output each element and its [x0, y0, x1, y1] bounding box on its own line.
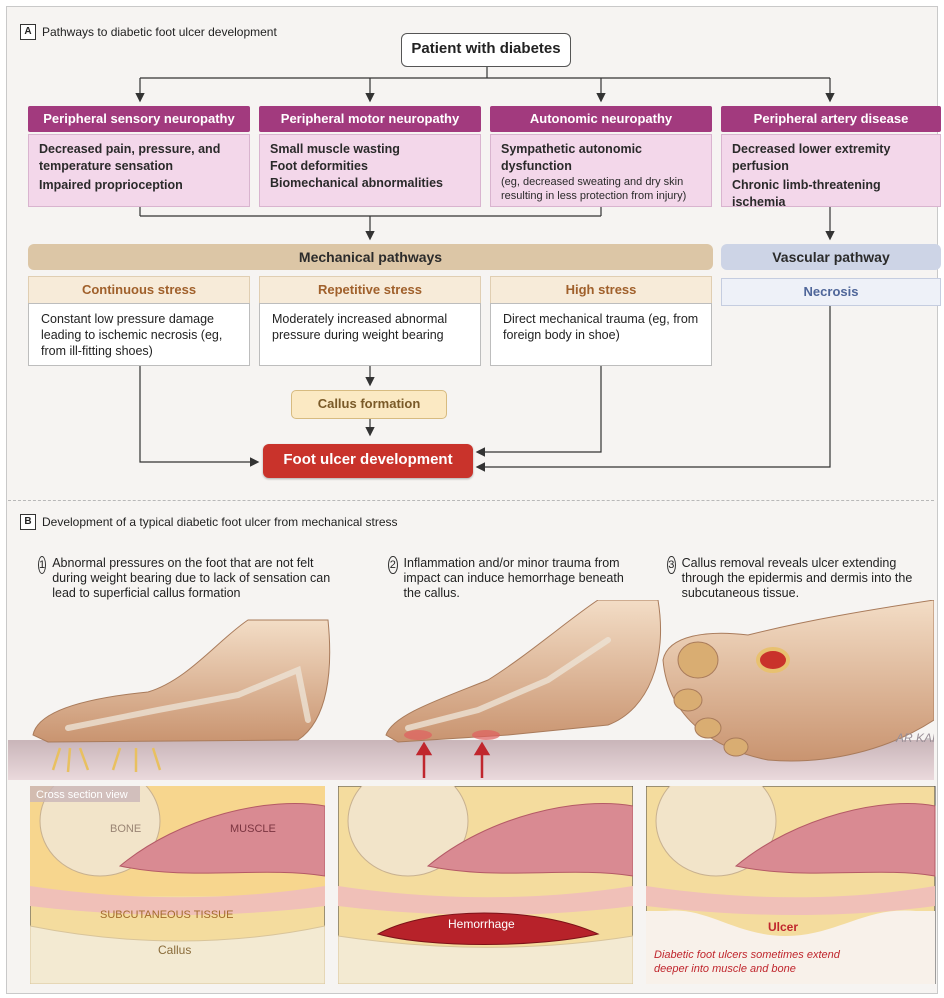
category-title: Peripheral artery disease	[754, 111, 909, 126]
callus-formation-box: Callus formation	[291, 390, 447, 419]
category-line: Foot deformities	[270, 158, 470, 175]
category-line: Biomechanical abnormalities	[270, 175, 470, 192]
flow-connectors	[0, 0, 944, 480]
hemorrhage-label: Hemorrhage	[448, 917, 515, 931]
toe	[674, 689, 702, 711]
continuous-stress-header: Continuous stress	[28, 276, 250, 304]
panel-b-label: B Development of a typical diabetic foot…	[20, 514, 398, 530]
step-1: 1 Abnormal pressures on the foot that are…	[38, 556, 338, 601]
cross-section-2: Hemorrhage	[338, 786, 633, 984]
autonomic-neuropathy-header: Autonomic neuropathy	[490, 106, 712, 132]
step-text: Callus removal reveals ulcer extending t…	[682, 556, 917, 601]
repetitive-stress-body: Moderately increased abnormal pressure d…	[259, 303, 481, 366]
cross-section-3: Ulcer Diabetic foot ulcers sometimes ext…	[646, 786, 936, 984]
toe	[724, 738, 748, 756]
ulcer-note-line1: Diabetic foot ulcers sometimes extend	[654, 949, 841, 961]
autonomic-neuropathy-body: Sympathetic autonomic dysfunction (eg, d…	[490, 134, 712, 207]
necrosis-label: Necrosis	[804, 284, 859, 299]
muscle-label: MUSCLE	[230, 823, 276, 835]
step-3: 3 Callus removal reveals ulcer extending …	[667, 556, 917, 601]
motor-neuropathy-body: Small muscle wasting Foot deformities Bi…	[259, 134, 481, 207]
peripheral-artery-disease-header: Peripheral artery disease	[721, 106, 941, 132]
step-2: 2 Inflammation and/or minor trauma from i…	[388, 556, 638, 601]
category-line: Sympathetic autonomic dysfunction	[501, 141, 701, 175]
step-text: Abnormal pressures on the foot that are …	[52, 556, 338, 601]
subcutaneous-label: SUBCUTANEOUS TISSUE	[100, 909, 233, 921]
category-title: Peripheral sensory neuropathy	[43, 111, 234, 126]
step-text: Inflammation and/or minor trauma from im…	[404, 556, 638, 601]
callus-formation-label: Callus formation	[318, 396, 421, 411]
patient-with-diabetes-box: Patient with diabetes	[401, 33, 571, 67]
step-number: 3	[667, 556, 676, 574]
repetitive-stress-header: Repetitive stress	[259, 276, 481, 304]
panel-divider	[8, 500, 934, 501]
category-line: Chronic limb-threatening ischemia	[732, 177, 930, 211]
step-number: 1	[38, 556, 46, 574]
vascular-title: Vascular pathway	[772, 249, 890, 265]
high-stress-body: Direct mechanical trauma (eg, from forei…	[490, 303, 712, 366]
toe	[678, 642, 718, 678]
category-line: Decreased pain, pressure, and temperatur…	[39, 141, 239, 175]
motor-neuropathy-header: Peripheral motor neuropathy	[259, 106, 481, 132]
ulcer-label: Ulcer	[768, 920, 798, 934]
sensory-neuropathy-body: Decreased pain, pressure, and temperatur…	[28, 134, 250, 207]
necrosis-box: Necrosis	[721, 278, 941, 306]
stress-title: Repetitive stress	[318, 282, 422, 297]
panel-b-title: Development of a typical diabetic foot u…	[42, 515, 398, 529]
cross-section-label: Cross section view	[36, 789, 128, 801]
stress-text: Constant low pressure damage leading to …	[41, 312, 222, 358]
foot-illustrations: AR KAREN	[8, 600, 934, 780]
pressure-spot	[404, 730, 432, 740]
artist-signature: AR KAREN	[895, 731, 934, 745]
step-number: 2	[388, 556, 398, 574]
continuous-stress-body: Constant low pressure damage leading to …	[28, 303, 250, 366]
category-title: Autonomic neuropathy	[530, 111, 672, 126]
bone-label: BONE	[110, 823, 141, 835]
outcome-label: Foot ulcer development	[283, 451, 452, 468]
stress-text: Moderately increased abnormal pressure d…	[272, 312, 447, 342]
mechanical-pathways-header: Mechanical pathways	[28, 244, 713, 270]
high-stress-header: High stress	[490, 276, 712, 304]
category-line: Impaired proprioception	[39, 177, 239, 194]
category-line: Decreased lower extremity perfusion	[732, 141, 930, 175]
root-label: Patient with diabetes	[411, 40, 560, 57]
category-title: Peripheral motor neuropathy	[281, 111, 459, 126]
sensory-neuropathy-header: Peripheral sensory neuropathy	[28, 106, 250, 132]
pressure-spot	[472, 730, 500, 740]
mechanical-title: Mechanical pathways	[299, 249, 442, 265]
ulcer-wound	[758, 649, 788, 671]
category-note: (eg, decreased sweating and dry skin res…	[501, 175, 701, 203]
toe	[695, 718, 721, 738]
stress-text: Direct mechanical trauma (eg, from forei…	[503, 312, 698, 342]
peripheral-artery-disease-body: Decreased lower extremity perfusion Chro…	[721, 134, 941, 207]
stress-title: High stress	[566, 282, 637, 297]
vascular-pathway-header: Vascular pathway	[721, 244, 941, 270]
cross-section-1: Cross section view BONE MUSCLE SUBCUTANE…	[30, 786, 325, 984]
callus-label: Callus	[158, 943, 191, 957]
panel-b-tag: B	[20, 514, 36, 530]
foot-ulcer-development-box: Foot ulcer development	[263, 444, 473, 478]
stress-title: Continuous stress	[82, 282, 196, 297]
ulcer-note-line2: deeper into muscle and bone	[654, 963, 796, 975]
category-line: Small muscle wasting	[270, 141, 470, 158]
